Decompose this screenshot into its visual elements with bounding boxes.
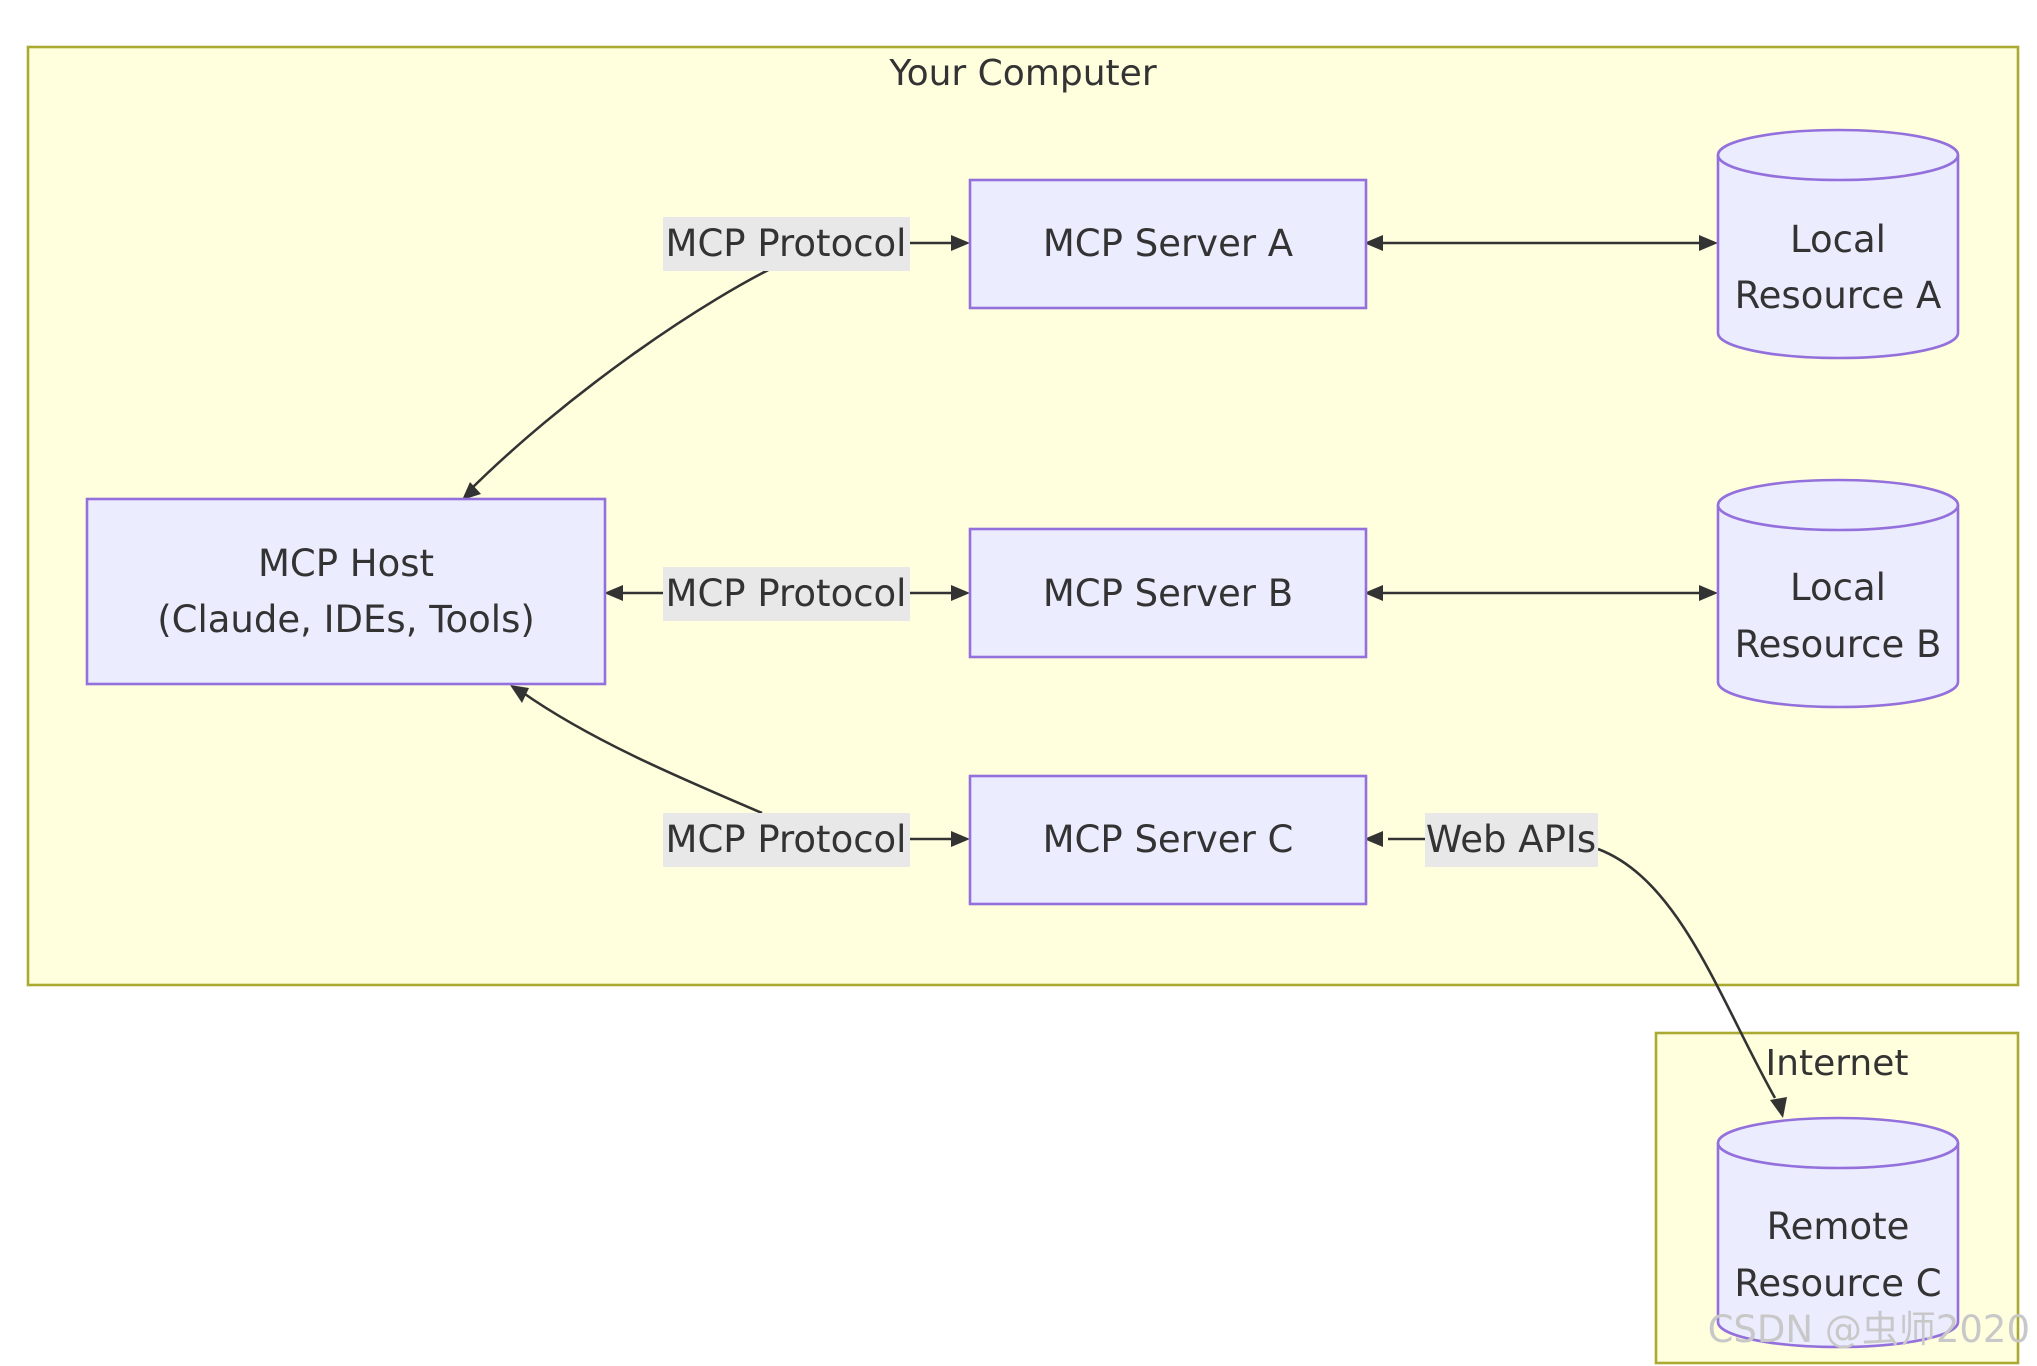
node-local-resource-b-rim bbox=[1716, 504, 1960, 532]
edge-label-web-apis: Web APIs bbox=[1425, 813, 1598, 867]
node-local-resource-a-line2: Resource A bbox=[1735, 274, 1942, 317]
node-local-resource-b: Local Resource B bbox=[1716, 478, 1960, 709]
arrowhead-to-resource-a bbox=[1699, 235, 1718, 251]
node-server-b-box bbox=[968, 527, 1368, 659]
edge-label-protocol-a-bg bbox=[663, 217, 910, 271]
node-local-resource-a-line1: Local bbox=[1790, 218, 1886, 261]
watermark-text: CSDN @虫师2020 bbox=[1708, 1308, 2030, 1351]
edge-label-web-apis-text: Web APIs bbox=[1426, 818, 1596, 861]
node-server-b: MCP Server B bbox=[968, 527, 1368, 659]
edge-label-protocol-b-text: MCP Protocol bbox=[666, 572, 907, 615]
node-remote-resource-c-rim bbox=[1716, 1142, 1960, 1170]
node-mcp-host: MCP Host (Claude, IDEs, Tools) bbox=[85, 497, 607, 686]
node-local-resource-a-rim bbox=[1716, 154, 1960, 182]
node-server-a-box bbox=[968, 178, 1368, 310]
edge-host-to-server-a bbox=[466, 255, 796, 494]
arrowheads bbox=[462, 235, 1787, 1118]
node-remote-resource-c-line1: Remote bbox=[1767, 1205, 1910, 1248]
edge-label-protocol-b: MCP Protocol bbox=[663, 567, 910, 621]
arrowhead-to-host-bottom bbox=[510, 685, 529, 703]
node-server-a: MCP Server A bbox=[968, 178, 1368, 310]
node-server-c-box bbox=[968, 774, 1368, 906]
node-remote-resource-c: Remote Resource C bbox=[1716, 1116, 1960, 1349]
arrowhead-to-remote-resource bbox=[1770, 1097, 1787, 1118]
node-server-a-label: MCP Server A bbox=[1043, 222, 1293, 265]
arrowhead-to-host-top bbox=[462, 482, 481, 500]
edge-label-web-apis-bg bbox=[1425, 813, 1598, 867]
database-icon bbox=[1716, 128, 1960, 360]
node-mcp-host-subtitle: (Claude, IDEs, Tools) bbox=[157, 598, 535, 641]
arrowhead-to-server-b-right bbox=[1364, 585, 1383, 601]
arrowhead-to-server-a bbox=[951, 235, 970, 251]
edge-label-protocol-c: MCP Protocol bbox=[663, 813, 910, 867]
edge-host-to-server-c bbox=[521, 690, 763, 815]
edge-label-protocol-b-bg bbox=[663, 567, 910, 621]
database-icon bbox=[1716, 1116, 1960, 1349]
edges bbox=[466, 241, 1777, 1099]
internet-group-title: Internet bbox=[1766, 1043, 1909, 1084]
arrowhead-to-resource-b bbox=[1699, 585, 1718, 601]
node-server-c-label: MCP Server C bbox=[1043, 818, 1294, 861]
database-icon bbox=[1716, 478, 1960, 709]
edge-label-protocol-c-bg bbox=[663, 813, 910, 867]
node-mcp-host-box bbox=[85, 497, 607, 686]
edge-label-protocol-c-text: MCP Protocol bbox=[666, 818, 907, 861]
edge-label-protocol-a: MCP Protocol bbox=[663, 217, 910, 271]
edge-label-protocol-a-text: MCP Protocol bbox=[666, 222, 907, 265]
node-local-resource-a: Local Resource A bbox=[1716, 128, 1960, 360]
arrowhead-to-server-c bbox=[951, 831, 970, 847]
node-remote-resource-c-line2: Resource C bbox=[1734, 1262, 1941, 1305]
arrowhead-to-host-mid bbox=[604, 585, 623, 601]
node-local-resource-b-line1: Local bbox=[1790, 566, 1886, 609]
arrowhead-to-server-a-right bbox=[1364, 235, 1383, 251]
node-mcp-host-title: MCP Host bbox=[258, 542, 434, 585]
node-server-b-label: MCP Server B bbox=[1043, 572, 1293, 615]
your-computer-group-title: Your Computer bbox=[888, 53, 1156, 94]
edge-web-apis-to-remote bbox=[1597, 847, 1777, 1099]
node-server-c: MCP Server C bbox=[968, 774, 1368, 906]
arrowhead-web-apis-to-server-c bbox=[1364, 831, 1383, 847]
node-local-resource-b-line2: Resource B bbox=[1735, 623, 1942, 666]
arrowhead-to-server-b bbox=[951, 585, 970, 601]
